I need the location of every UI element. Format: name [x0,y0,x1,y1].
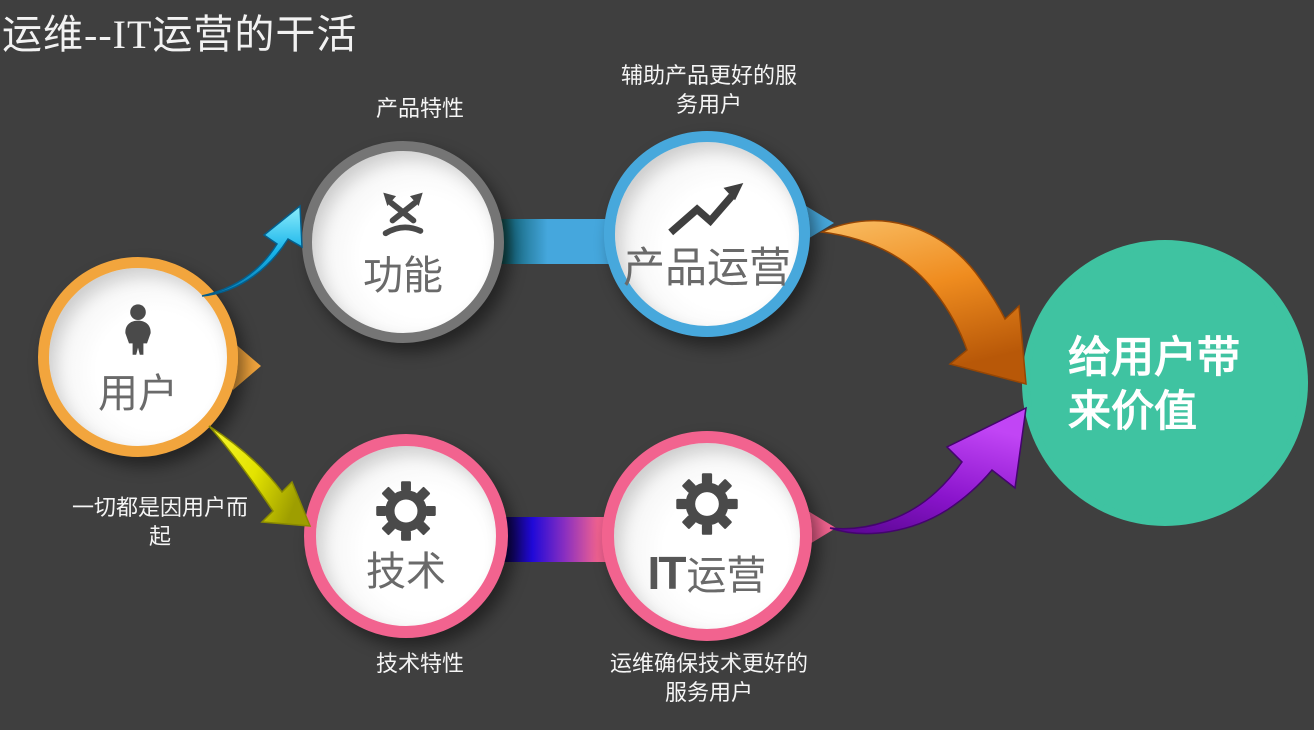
function-label: 功能 [363,253,443,298]
itops-label: IT 运营 [648,546,767,600]
productops-circle-pointer [806,206,834,240]
tech-circle: 技术 [304,434,508,638]
itops-circle: IT 运营 [602,431,812,641]
caption-ops-assure: 运维确保技术更好的 服务用户 [609,651,808,705]
connector-bar-function-productops [495,219,620,264]
crossing-arrows-icon [382,192,424,237]
value-circle: 给用户带 来价值 [1022,240,1308,526]
purple-curved-arrow [829,406,1027,535]
caption-assist-product: 辅助产品更好的服 务用户 [620,63,797,117]
caption-product-trait: 产品特性 [375,96,464,121]
productops-circle: 产品运营 [604,131,810,337]
page-title: 运维--IT运营的干活 [2,12,358,57]
itops-label-latin: IT [647,547,687,599]
person-icon [125,304,151,355]
tech-label: 技术 [366,549,446,594]
caption-tech-trait: 技术特性 [375,651,464,676]
itops-label-cjk: 运营 [686,553,767,598]
trend-up-arrow-icon [668,182,744,236]
cyan-curved-arrow [201,204,303,297]
user-label: 用户 [98,371,178,416]
connector-bar-tech-itops [495,517,620,562]
function-circle: 功能 [302,141,504,343]
caption-user-origin: 一切都是因用户而 起 [71,495,248,549]
user-circle: 用户 [38,257,238,457]
gear-icon [376,481,436,541]
yellow-curved-arrow [208,425,312,527]
orange-curved-arrow [819,220,1027,385]
gear-icon [676,473,738,535]
value-label: 给用户带 来价值 [1068,334,1240,436]
productops-label: 产品运营 [622,246,791,292]
